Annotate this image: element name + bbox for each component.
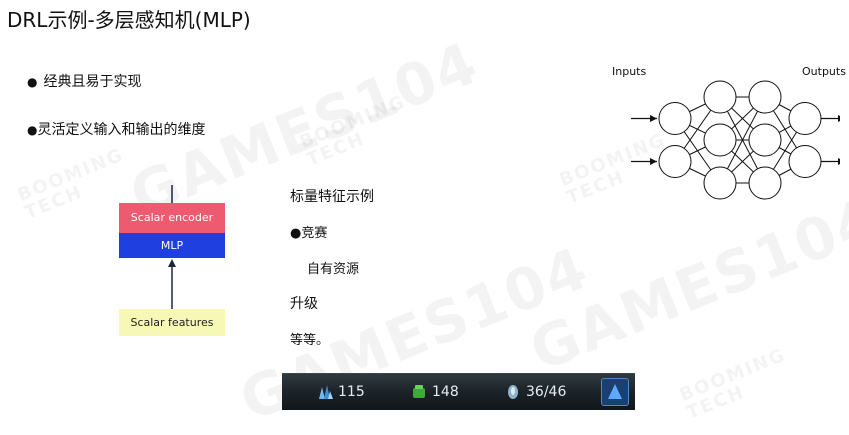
network-node-layer-1 (703, 123, 737, 157)
outputs-label: Outputs (802, 65, 846, 78)
neural-network-diagram: Inputs Outputs (600, 55, 846, 215)
examples-heading: 标量特征示例 (290, 189, 374, 205)
example-item-own-resources: 自有资源 (307, 258, 359, 277)
bullet-text: 灵活定义输入和输出的维度 (37, 122, 206, 138)
watermark-brand-4: BOOMINGTECH (677, 344, 796, 423)
bullet-text: 经典且易于实现 (43, 74, 142, 90)
example-text: 等等。 (290, 333, 330, 348)
scalar-encoder-diagram: Scalar encoder MLP Scalar features (117, 183, 227, 339)
network-node-layer-2 (748, 166, 782, 200)
network-node-layer-3 (788, 145, 822, 178)
mlp-box: MLP (119, 233, 225, 258)
network-node-layer-2 (748, 80, 782, 114)
network-node-layer-0 (658, 102, 692, 135)
network-node-layer-3 (788, 102, 822, 135)
network-node-layer-0 (658, 145, 692, 178)
example-item-competition: ●竞赛 (290, 222, 327, 241)
network-node-layer-1 (703, 166, 737, 200)
watermark-brand-2: BOOMINGTECH (297, 91, 416, 170)
example-text: 自有资源 (307, 262, 360, 277)
network-node-layer-2 (748, 123, 782, 157)
bullet-dot: ● (27, 123, 38, 137)
slide-title: DRL示例-多层感知机(MLP) (7, 8, 251, 32)
vespene-gas-icon (413, 385, 425, 398)
hud-minerals-value: 115 (338, 384, 365, 400)
example-bullet: ● (290, 226, 302, 241)
supply-icon (508, 385, 518, 399)
hud-supply: 36/46 (504, 383, 566, 401)
bullet-dot: ● (27, 75, 38, 89)
hud-gas-value: 148 (432, 384, 459, 400)
bullet-flexible-dims: ●灵活定义输入和输出的维度 (27, 119, 205, 139)
network-node-layer-1 (703, 80, 737, 114)
inputs-label: Inputs (612, 65, 647, 78)
hud-menu-icon[interactable] (601, 378, 629, 406)
game-resource-hud: 115 148 36/46 (282, 373, 635, 410)
network-svg (631, 80, 840, 200)
input-arrow-head (168, 259, 176, 267)
race-emblem-icon (608, 384, 622, 399)
bullet-classic-easy: ● 经典且易于实现 (27, 71, 141, 91)
watermark-brand-1: BOOMINGTECH (15, 144, 134, 223)
hud-minerals: 115 (316, 383, 365, 401)
example-item-etc: 等等。 (290, 329, 329, 348)
mineral-crystal-icon (319, 385, 333, 399)
hud-supply-value: 36/46 (526, 384, 567, 400)
encoder-arrows (168, 185, 176, 309)
scalar-features-box: Scalar features (119, 309, 225, 336)
scalar-encoder-box: Scalar encoder (119, 203, 225, 233)
example-text: 升级 (290, 296, 318, 312)
example-text: 竞赛 (301, 226, 328, 241)
example-item-upgrades: 升级 (290, 293, 318, 313)
hud-gas: 148 (410, 383, 459, 401)
